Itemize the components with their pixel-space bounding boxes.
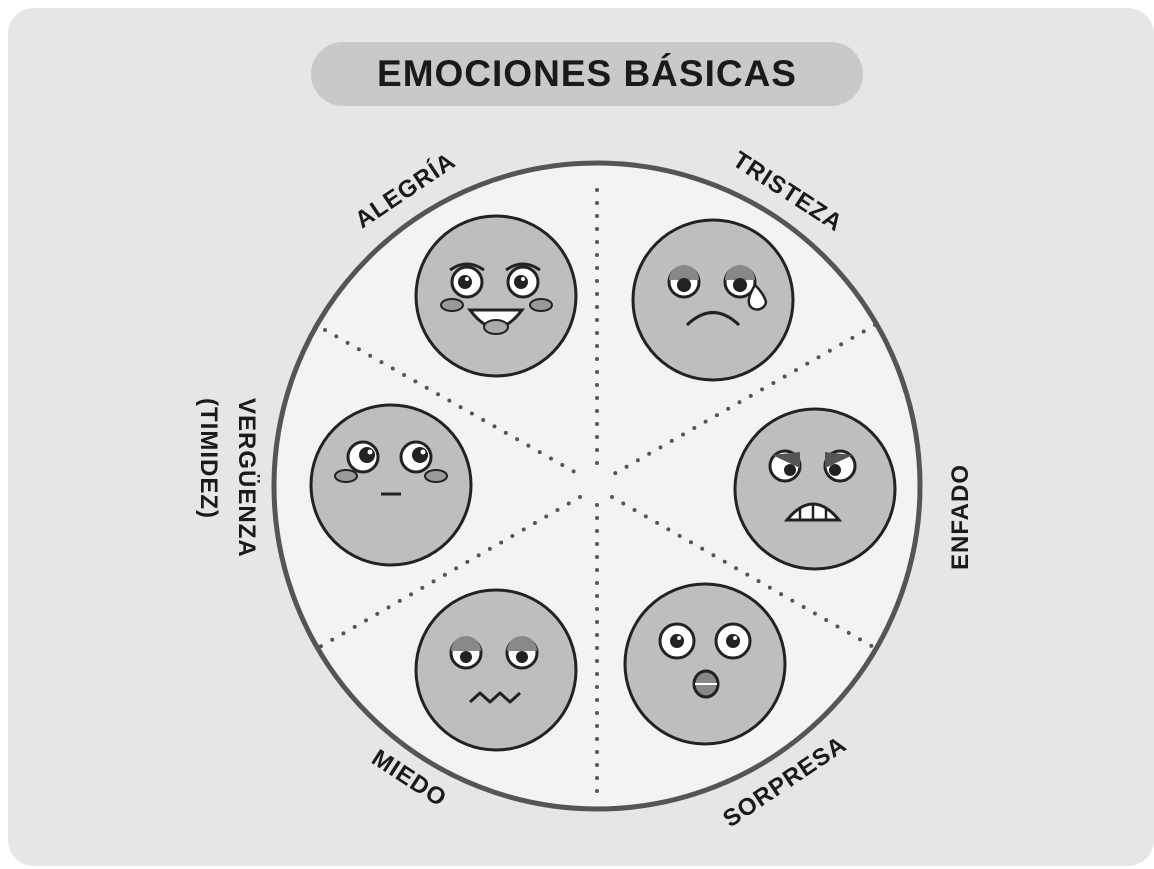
dotted-dividers bbox=[316, 188, 877, 802]
label-verguenza: VERGÜENZA bbox=[233, 398, 260, 558]
divider-lower-right bbox=[610, 495, 877, 650]
face-enfado bbox=[733, 407, 897, 571]
face-miedo bbox=[414, 588, 578, 752]
face-alegria bbox=[414, 214, 578, 378]
divider-lower-left bbox=[316, 495, 582, 650]
face-verguenza bbox=[309, 403, 473, 567]
label-enfado: ENFADO bbox=[947, 464, 974, 570]
title-banner: EMOCIONES BÁSICAS bbox=[311, 42, 863, 106]
face-tristeza bbox=[631, 218, 795, 382]
face-sorpresa bbox=[623, 582, 787, 746]
divider-upper-right bbox=[610, 323, 877, 477]
label-timidez: (TIMIDEZ) bbox=[195, 398, 222, 519]
page-title: EMOCIONES BÁSICAS bbox=[377, 53, 797, 94]
